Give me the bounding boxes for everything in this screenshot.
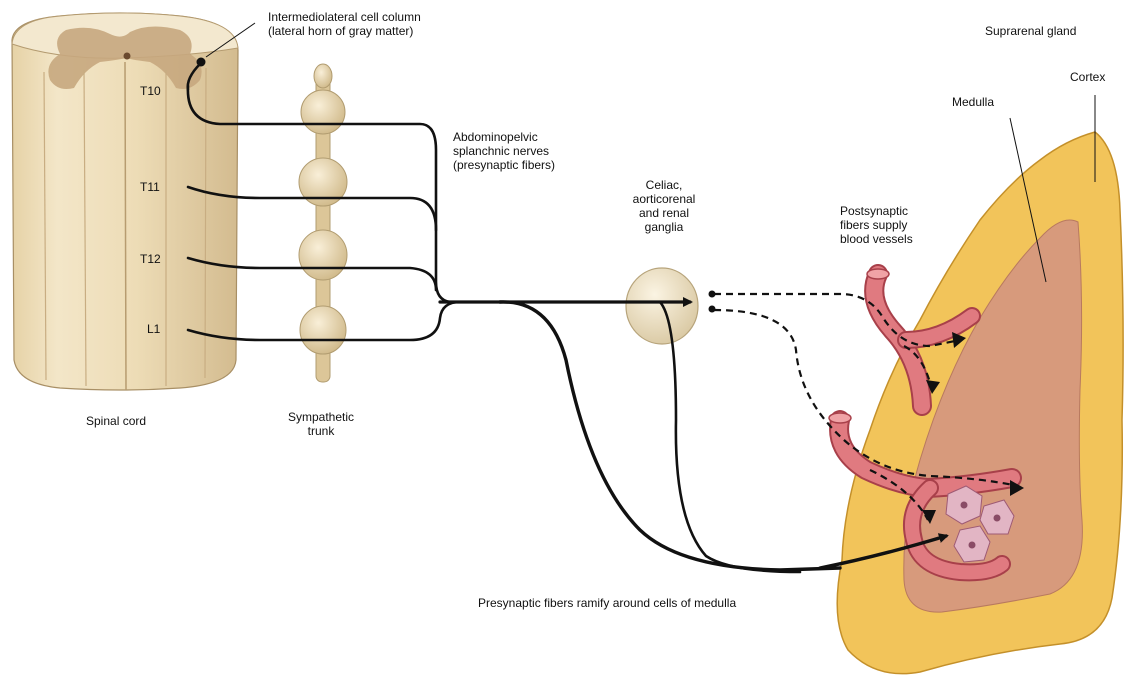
segment-label-t10: T10 <box>140 84 161 98</box>
sympathetic-trunk <box>299 64 347 382</box>
postsynaptic-label: Postsynaptic fibers supply blood vessels <box>840 204 913 246</box>
spinal-cord-label: Spinal cord <box>86 414 146 428</box>
medulla-label: Medulla <box>952 95 994 109</box>
abdominopelvic-label: Abdominopelvic splanchnic nerves (presyn… <box>453 130 555 172</box>
presynaptic-ramify-label: Presynaptic fibers ramify around cells o… <box>478 596 736 610</box>
celiac-label: Celiac, aorticorenal and renal ganglia <box>624 178 704 234</box>
suprarenal-gland-label: Suprarenal gland <box>985 24 1076 38</box>
segment-label-t12: T12 <box>140 252 161 266</box>
intermediolateral-label: Intermediolateral cell column (lateral h… <box>268 10 421 38</box>
segment-label-l1: L1 <box>147 322 160 336</box>
sympathetic-trunk-label: Sympathetic trunk <box>276 410 366 438</box>
segment-label-t11: T11 <box>140 180 160 194</box>
cortex-label: Cortex <box>1070 70 1105 84</box>
